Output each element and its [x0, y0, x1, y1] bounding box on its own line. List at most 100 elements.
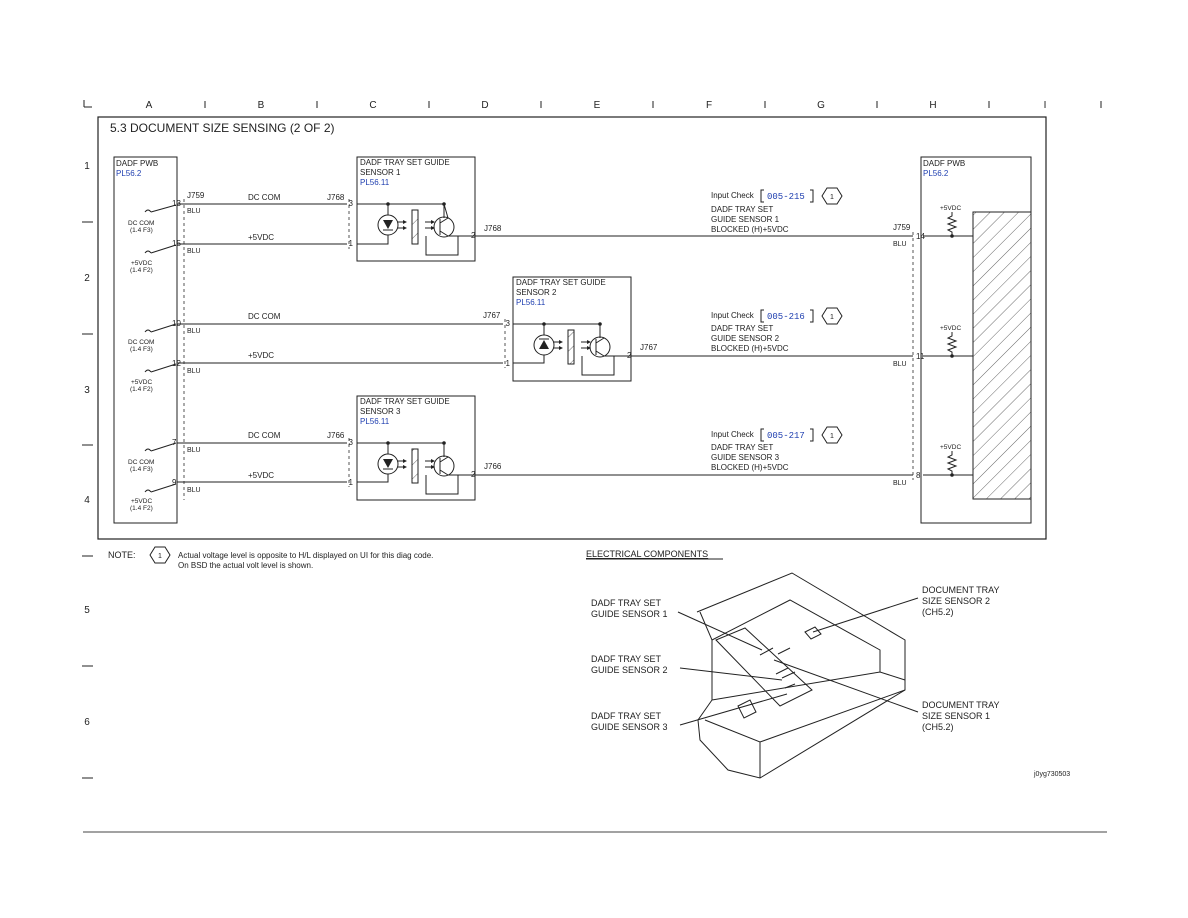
- input-check-label: Input Check: [711, 311, 755, 320]
- svg-text:DC COM: DC COM: [128, 459, 154, 466]
- grid-column-dividers: [204, 101, 1102, 108]
- pin-label: 7: [172, 438, 177, 447]
- fuse-icon: DC COM (1.4 F3): [128, 204, 177, 234]
- svg-text:1: 1: [349, 239, 354, 248]
- note-1-icon: 1: [821, 307, 843, 325]
- wire-color: BLU: [893, 241, 907, 248]
- grid-row-label: 3: [84, 385, 90, 396]
- electrical-components: ELECTRICAL COMPONENTS DADF TRAY SET GUID…: [586, 549, 1070, 779]
- pullup-resistor-icon: +5VDC: [940, 325, 961, 356]
- input-check-label: Input Check: [711, 191, 755, 200]
- svg-text:DADF TRAY SET GUIDE: DADF TRAY SET GUIDE: [360, 158, 450, 167]
- grid-frame: A B C D E F G H I 1 2 3 4 5 6: [82, 100, 1102, 779]
- grid-row-label: 2: [84, 273, 90, 284]
- component-label: GUIDE SENSOR 1: [591, 609, 668, 619]
- note-1-icon: 1: [821, 187, 843, 205]
- svg-text:DC COM: DC COM: [128, 339, 154, 346]
- component-label: DADF TRAY SET: [591, 711, 662, 721]
- wire-label: DC COM: [248, 193, 281, 202]
- grid-col-label: B: [258, 100, 265, 111]
- diag-code: 005-217: [767, 431, 805, 441]
- grid-col-label: H: [929, 100, 936, 111]
- grid-row-label: 5: [84, 605, 90, 616]
- component-label: SIZE SENSOR 1: [922, 711, 990, 721]
- signal-state: BLOCKED (H)+5VDC: [711, 463, 789, 472]
- phototransistor-icon: [581, 336, 614, 358]
- note: NOTE: 1 Actual voltage level is opposite…: [108, 546, 433, 570]
- component-label: DADF TRAY SET: [591, 598, 662, 608]
- signal-name: GUIDE SENSOR 2: [711, 334, 780, 343]
- right-pwb-title: DADF PWB: [923, 159, 965, 168]
- svg-text:SENSOR 3: SENSOR 3: [360, 407, 401, 416]
- svg-text:3: 3: [349, 199, 354, 208]
- signal-name: DADF TRAY SET: [711, 324, 773, 333]
- pullup-resistor-icon: +5VDC: [940, 205, 961, 236]
- phototransistor-icon: [425, 203, 458, 238]
- svg-text:SENSOR 1: SENSOR 1: [360, 168, 401, 177]
- wire-label: +5VDC: [248, 351, 274, 360]
- fuse-icon: +5VDC (1.4 F2): [130, 244, 177, 274]
- connector-label: J767: [483, 311, 501, 320]
- signal-name: GUIDE SENSOR 3: [711, 453, 780, 462]
- wire-label: +5VDC: [248, 233, 274, 242]
- wire-color: BLU: [187, 368, 201, 375]
- signal-state: BLOCKED (H)+5VDC: [711, 344, 789, 353]
- component-label: DOCUMENT TRAY: [922, 585, 1000, 595]
- right-pwb: DADF PWB PL56.2 J759: [893, 156, 1032, 524]
- wire-color: BLU: [893, 480, 907, 487]
- connector-label: J768: [327, 193, 345, 202]
- note-1-icon: 1: [149, 546, 171, 564]
- wire-color: BLU: [187, 248, 201, 255]
- svg-text:+5VDC: +5VDC: [131, 260, 152, 267]
- grid-col-label: A: [146, 100, 153, 111]
- note-1-icon: 1: [821, 426, 843, 444]
- shutter-icon: [567, 329, 575, 365]
- right-pwb-connector: J759: [893, 223, 911, 232]
- pin-label: 11: [916, 352, 925, 361]
- pin-label: 8: [916, 471, 921, 480]
- note-label: NOTE:: [108, 550, 136, 560]
- svg-text:+5VDC: +5VDC: [940, 444, 961, 451]
- svg-text:1: 1: [506, 359, 511, 368]
- svg-text:1: 1: [830, 194, 834, 201]
- left-pwb-connector: J759: [187, 191, 205, 200]
- grid-col-label: F: [706, 100, 712, 111]
- svg-text:1: 1: [349, 478, 354, 487]
- svg-text:(1.4 F3): (1.4 F3): [130, 346, 153, 353]
- input-check-label: Input Check: [711, 430, 755, 439]
- wire-label: +5VDC: [248, 471, 274, 480]
- grid-col-label: G: [817, 100, 825, 111]
- svg-text:SENSOR 2: SENSOR 2: [516, 288, 557, 297]
- svg-text:(1.4 F2): (1.4 F2): [130, 267, 153, 274]
- wire-color: BLU: [893, 361, 907, 368]
- grid-col-label: C: [369, 100, 376, 111]
- note-line-2: On BSD the actual volt level is shown.: [178, 561, 313, 570]
- wire-color: BLU: [187, 447, 201, 454]
- shutter-icon: [411, 209, 419, 245]
- controller-block: [972, 211, 1032, 500]
- connector-label: J768: [484, 224, 502, 233]
- left-pwb-ref: PL56.2: [116, 169, 142, 178]
- sensor-2-circuit: DC COM (1.4 F3) +5VDC (1.4 F2) 10 12 BLU…: [128, 276, 973, 393]
- grid-col-label: D: [481, 100, 488, 111]
- svg-text:PL56.11: PL56.11: [360, 417, 390, 426]
- component-label: DADF TRAY SET: [591, 654, 662, 664]
- svg-text:DADF TRAY SET GUIDE: DADF TRAY SET GUIDE: [516, 278, 606, 287]
- svg-text:1: 1: [830, 433, 834, 440]
- pullup-resistor-icon: +5VDC: [940, 444, 961, 475]
- note-line-1: Actual voltage level is opposite to H/L …: [178, 551, 433, 560]
- svg-text:DADF TRAY SET GUIDE: DADF TRAY SET GUIDE: [360, 397, 450, 406]
- component-label: GUIDE SENSOR 2: [591, 665, 668, 675]
- pin-label: 14: [916, 232, 925, 241]
- fuse-icon: +5VDC (1.4 F2): [130, 363, 177, 393]
- connector-label: J767: [640, 343, 658, 352]
- component-label: (CH5.2): [922, 722, 954, 732]
- diag-code: 005-215: [767, 192, 805, 202]
- sensor-3-circuit: DC COM (1.4 F3) +5VDC (1.4 F2) 7 9 BLU B…: [128, 395, 973, 512]
- left-pwb-title: DADF PWB: [116, 159, 158, 168]
- component-label: DOCUMENT TRAY: [922, 700, 1000, 710]
- svg-text:(1.4 F3): (1.4 F3): [130, 466, 153, 473]
- grid-row-dividers: [82, 221, 93, 779]
- svg-text:+5VDC: +5VDC: [131, 379, 152, 386]
- signal-name: DADF TRAY SET: [711, 443, 773, 452]
